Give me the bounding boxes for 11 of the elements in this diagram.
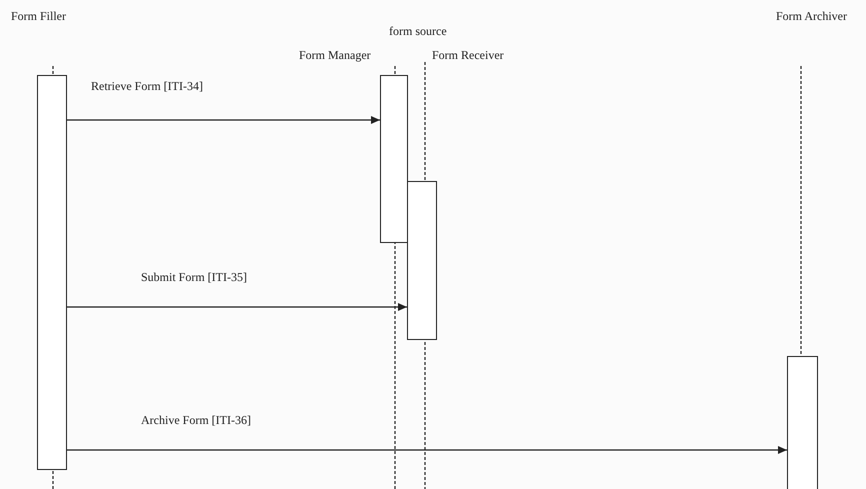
message-arrow bbox=[67, 116, 380, 124]
activation-bar bbox=[407, 181, 437, 340]
message-arrow bbox=[67, 303, 407, 311]
message-arrow bbox=[67, 446, 787, 454]
activation-bar bbox=[787, 356, 818, 489]
activation-bar bbox=[380, 75, 408, 243]
message-label: Archive Form [ITI-36] bbox=[140, 413, 252, 428]
message-label: Retrieve Form [ITI-34] bbox=[90, 79, 204, 94]
participant-label: Form Manager bbox=[298, 48, 372, 63]
message-label: Submit Form [ITI-35] bbox=[140, 270, 248, 285]
activation-bar bbox=[37, 75, 67, 470]
